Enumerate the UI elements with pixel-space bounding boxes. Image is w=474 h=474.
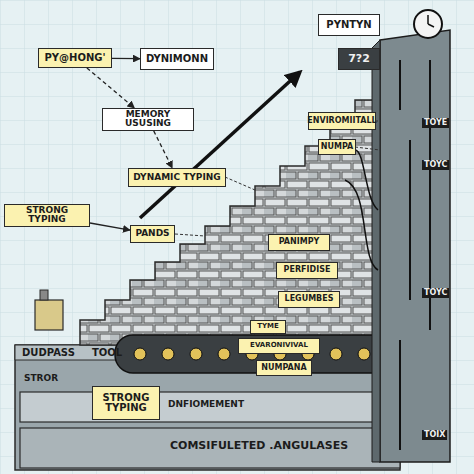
connector-arrow: [112, 58, 140, 60]
label-box: PERFIDISE: [276, 262, 338, 279]
label-box: TYME: [250, 320, 286, 334]
panel-label: DNFIOMEMENT: [168, 400, 244, 409]
tower-tag: TOYC: [422, 160, 449, 170]
panel-label: DUDPASS: [22, 348, 75, 359]
node-text: NUMPA: [321, 143, 353, 151]
connector-arrow: [87, 68, 135, 108]
label-box: NUMPANA: [256, 360, 312, 376]
node-text: PANDS: [135, 229, 169, 238]
clock-hands: [428, 15, 434, 27]
label-box: DYNIMONN: [140, 48, 214, 70]
clock: [414, 10, 442, 38]
node-text: PYNTYN: [326, 20, 371, 31]
node-text: TYME: [257, 323, 279, 330]
tower-tag: TOIX: [422, 430, 447, 440]
node-text: STRONG TYPING: [95, 393, 157, 414]
display-box: 7?2: [338, 48, 380, 70]
growth-arrow: [140, 72, 300, 218]
wire: [345, 150, 378, 270]
label-box: MEMORY USUSING: [102, 108, 194, 131]
label-box: PY@HONG': [38, 48, 112, 68]
label-box: PANIMPY: [268, 234, 330, 251]
node-text: PANIMPY: [279, 238, 320, 246]
label-box: PANDS: [130, 225, 175, 243]
panel-label: COMSIFULETED .ANGULASES: [170, 440, 348, 452]
panel: [20, 428, 400, 468]
tower-tag: TOYC: [422, 288, 449, 298]
block-staircase: [80, 100, 385, 345]
server-tower-side: [372, 40, 380, 462]
connector-arrow: [154, 131, 173, 168]
label-box: DYNAMIC TYPING: [128, 168, 226, 187]
node-text: PERFIDISE: [284, 266, 331, 274]
node-text: PY@HONG': [44, 53, 105, 64]
node-text: MEMORY USUSING: [105, 110, 191, 129]
label-box: EVARONIVIVAL: [238, 338, 320, 354]
node-text: 7?2: [348, 53, 370, 65]
connector-arrow: [90, 223, 130, 230]
title-tag: PYNTYN: [318, 14, 380, 36]
label-box: STRONG TYPING: [92, 386, 160, 420]
node-text: LEGUMBES: [285, 295, 334, 303]
label-box: NUMPA: [318, 139, 356, 155]
node-text: DYNAMIC TYPING: [133, 173, 220, 182]
node-text: ENVIROMIITALL: [307, 117, 376, 125]
panel: [20, 392, 400, 422]
conveyor-belt: [115, 335, 395, 373]
label-box: ENVIROMIITALL: [308, 112, 376, 130]
label-box: STRONG TYPING: [4, 204, 90, 227]
label-box: LEGUMBES: [278, 291, 340, 308]
server-tower: [380, 30, 450, 462]
node-text: STRONG TYPING: [7, 206, 87, 225]
machine: [35, 300, 63, 330]
tower-tag: TOYE: [422, 118, 449, 128]
panel-label: TOOL: [92, 348, 122, 359]
panel-label: STROR: [24, 374, 58, 383]
machine: [40, 290, 48, 300]
node-text: EVARONIVIVAL: [250, 342, 308, 349]
node-text: NUMPANA: [261, 364, 306, 372]
node-text: DYNIMONN: [146, 54, 208, 65]
